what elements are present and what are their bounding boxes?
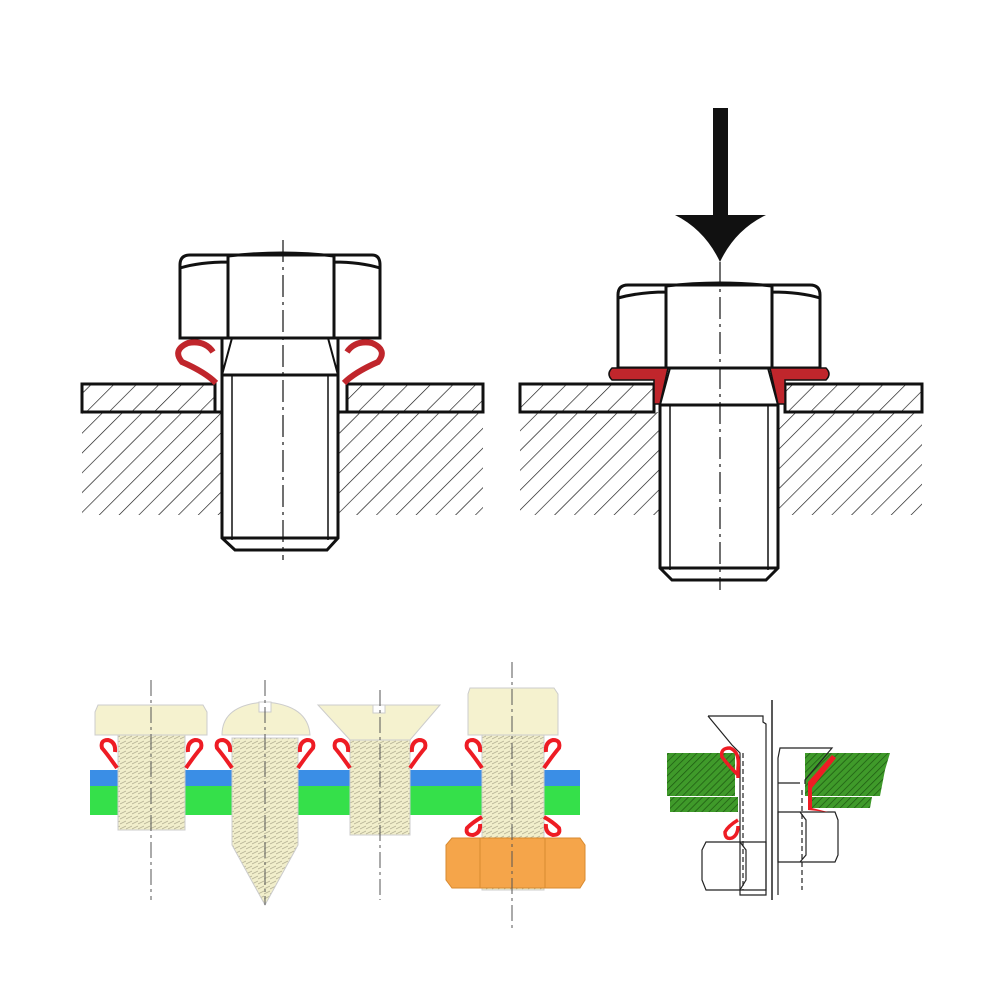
force-arrow-icon <box>675 108 766 262</box>
countersunk-bolt-right <box>777 747 834 895</box>
bolt <box>178 251 382 552</box>
green-plate-top <box>667 753 890 796</box>
bolt <box>616 281 822 582</box>
countersunk-screw <box>316 690 442 900</box>
round-head-screw <box>221 680 311 907</box>
countersunk-bolt-left <box>707 715 767 896</box>
base-block <box>520 412 660 515</box>
clamped-plate <box>518 382 656 414</box>
bolt-before-tightening <box>80 240 485 560</box>
clamped-plate <box>345 382 485 414</box>
bolt-after-tightening <box>518 108 924 590</box>
flattened-washer-left <box>608 367 669 405</box>
spring-washer-right <box>341 339 385 386</box>
spring-washers-red <box>99 737 562 838</box>
hex-nut-right <box>777 811 839 863</box>
countersunk-comparison-detail <box>667 700 890 900</box>
base-block <box>338 412 483 515</box>
hex-nut <box>445 837 586 889</box>
hex-bolt <box>94 680 208 900</box>
plate-blue <box>90 770 580 786</box>
flattened-washer-red-right <box>808 755 836 812</box>
base-block <box>82 412 222 515</box>
flattened-washer-right <box>769 367 830 405</box>
spring-washer-red-left <box>719 746 741 841</box>
clamped-plate <box>783 382 924 414</box>
green-plate-bottom <box>670 797 872 812</box>
hex-nut-left <box>701 841 767 891</box>
base-block <box>778 412 922 515</box>
bolt-with-nut <box>445 662 586 930</box>
clamped-plate <box>80 382 217 414</box>
spring-washer-left <box>175 339 219 386</box>
fastener-types-colored <box>90 662 586 930</box>
